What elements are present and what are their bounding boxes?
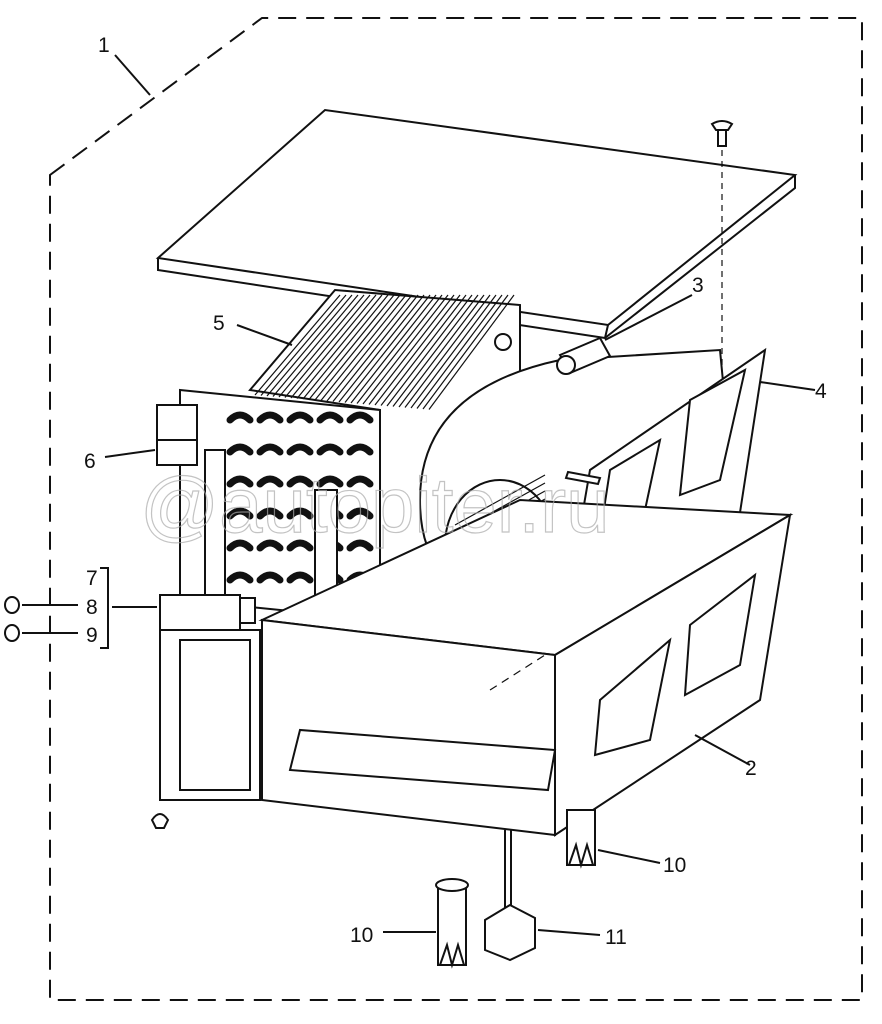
callout-11: 11 xyxy=(605,926,627,949)
callout-1: 1 xyxy=(98,34,110,57)
motor xyxy=(556,336,612,375)
fin xyxy=(404,294,491,408)
fin xyxy=(392,294,479,407)
callout-5: 5 xyxy=(213,312,225,335)
drain-tube xyxy=(435,878,469,969)
fin xyxy=(428,294,515,410)
fin xyxy=(368,294,455,405)
fin xyxy=(398,294,485,408)
fin xyxy=(272,294,359,397)
coil-tube xyxy=(286,539,314,552)
fin xyxy=(422,294,509,410)
coil-tube xyxy=(286,443,314,456)
o-ring xyxy=(4,596,20,614)
fin xyxy=(290,294,377,399)
coil-tube xyxy=(226,475,254,488)
coil-tube xyxy=(286,475,314,488)
callout-9: 9 xyxy=(86,624,98,647)
fin xyxy=(380,294,467,406)
screw xyxy=(494,333,602,486)
coil-tube xyxy=(256,507,284,520)
coil-tube xyxy=(256,571,284,584)
callout-10: 10 xyxy=(663,854,686,877)
top-cover xyxy=(155,108,798,340)
housing-base xyxy=(258,498,794,837)
coil-tube xyxy=(256,539,284,552)
fin xyxy=(344,294,431,403)
sensor-box xyxy=(156,404,198,466)
fin xyxy=(356,294,443,404)
coil-tube xyxy=(256,411,284,424)
fin xyxy=(314,294,401,401)
fin xyxy=(362,294,449,405)
fin xyxy=(302,294,389,400)
valve-body xyxy=(150,594,261,829)
leader-lines xyxy=(22,54,816,936)
fin xyxy=(266,294,353,397)
watermark: @autopiter.ru xyxy=(140,461,609,549)
fin xyxy=(374,294,461,406)
callout-4: 4 xyxy=(815,380,827,403)
fin xyxy=(296,294,383,399)
callout-3: 3 xyxy=(692,274,704,297)
fin xyxy=(338,294,425,403)
coil-tube xyxy=(316,411,344,424)
coil-tube xyxy=(346,411,374,424)
fin xyxy=(350,294,437,404)
fin xyxy=(416,294,503,409)
coil-tube xyxy=(286,507,314,520)
callout-8: 8 xyxy=(86,596,98,619)
coil-tube xyxy=(226,507,254,520)
coil-tube xyxy=(256,475,284,488)
fin xyxy=(326,294,413,402)
coil-tube xyxy=(286,571,314,584)
assembly-boundary xyxy=(49,17,863,1001)
callout-2: 2 xyxy=(745,757,757,780)
fin xyxy=(278,294,365,398)
fin xyxy=(254,294,341,396)
connector xyxy=(484,830,536,962)
coil-tube xyxy=(346,507,374,520)
fin xyxy=(260,294,347,396)
coil-tube xyxy=(226,443,254,456)
coil-tube xyxy=(346,475,374,488)
callout-10: 10 xyxy=(350,924,373,947)
coil-tube xyxy=(226,411,254,424)
drain-tube xyxy=(566,809,596,869)
callout-7: 7 xyxy=(86,567,98,590)
coil-tube xyxy=(316,443,344,456)
fan-hatch xyxy=(454,474,546,526)
coil-tube xyxy=(346,539,374,552)
coil-tube xyxy=(286,411,314,424)
fin xyxy=(284,294,371,398)
coil-tube xyxy=(256,443,284,456)
fin xyxy=(308,294,395,400)
fin xyxy=(320,294,407,401)
coil-tube xyxy=(316,475,344,488)
coil-tube xyxy=(346,443,374,456)
callout-6: 6 xyxy=(84,450,96,473)
o-ring xyxy=(4,624,20,642)
coil-tube xyxy=(226,539,254,552)
fin xyxy=(410,294,497,409)
fin xyxy=(386,294,473,407)
coil-tube xyxy=(226,571,254,584)
fin xyxy=(332,294,419,402)
